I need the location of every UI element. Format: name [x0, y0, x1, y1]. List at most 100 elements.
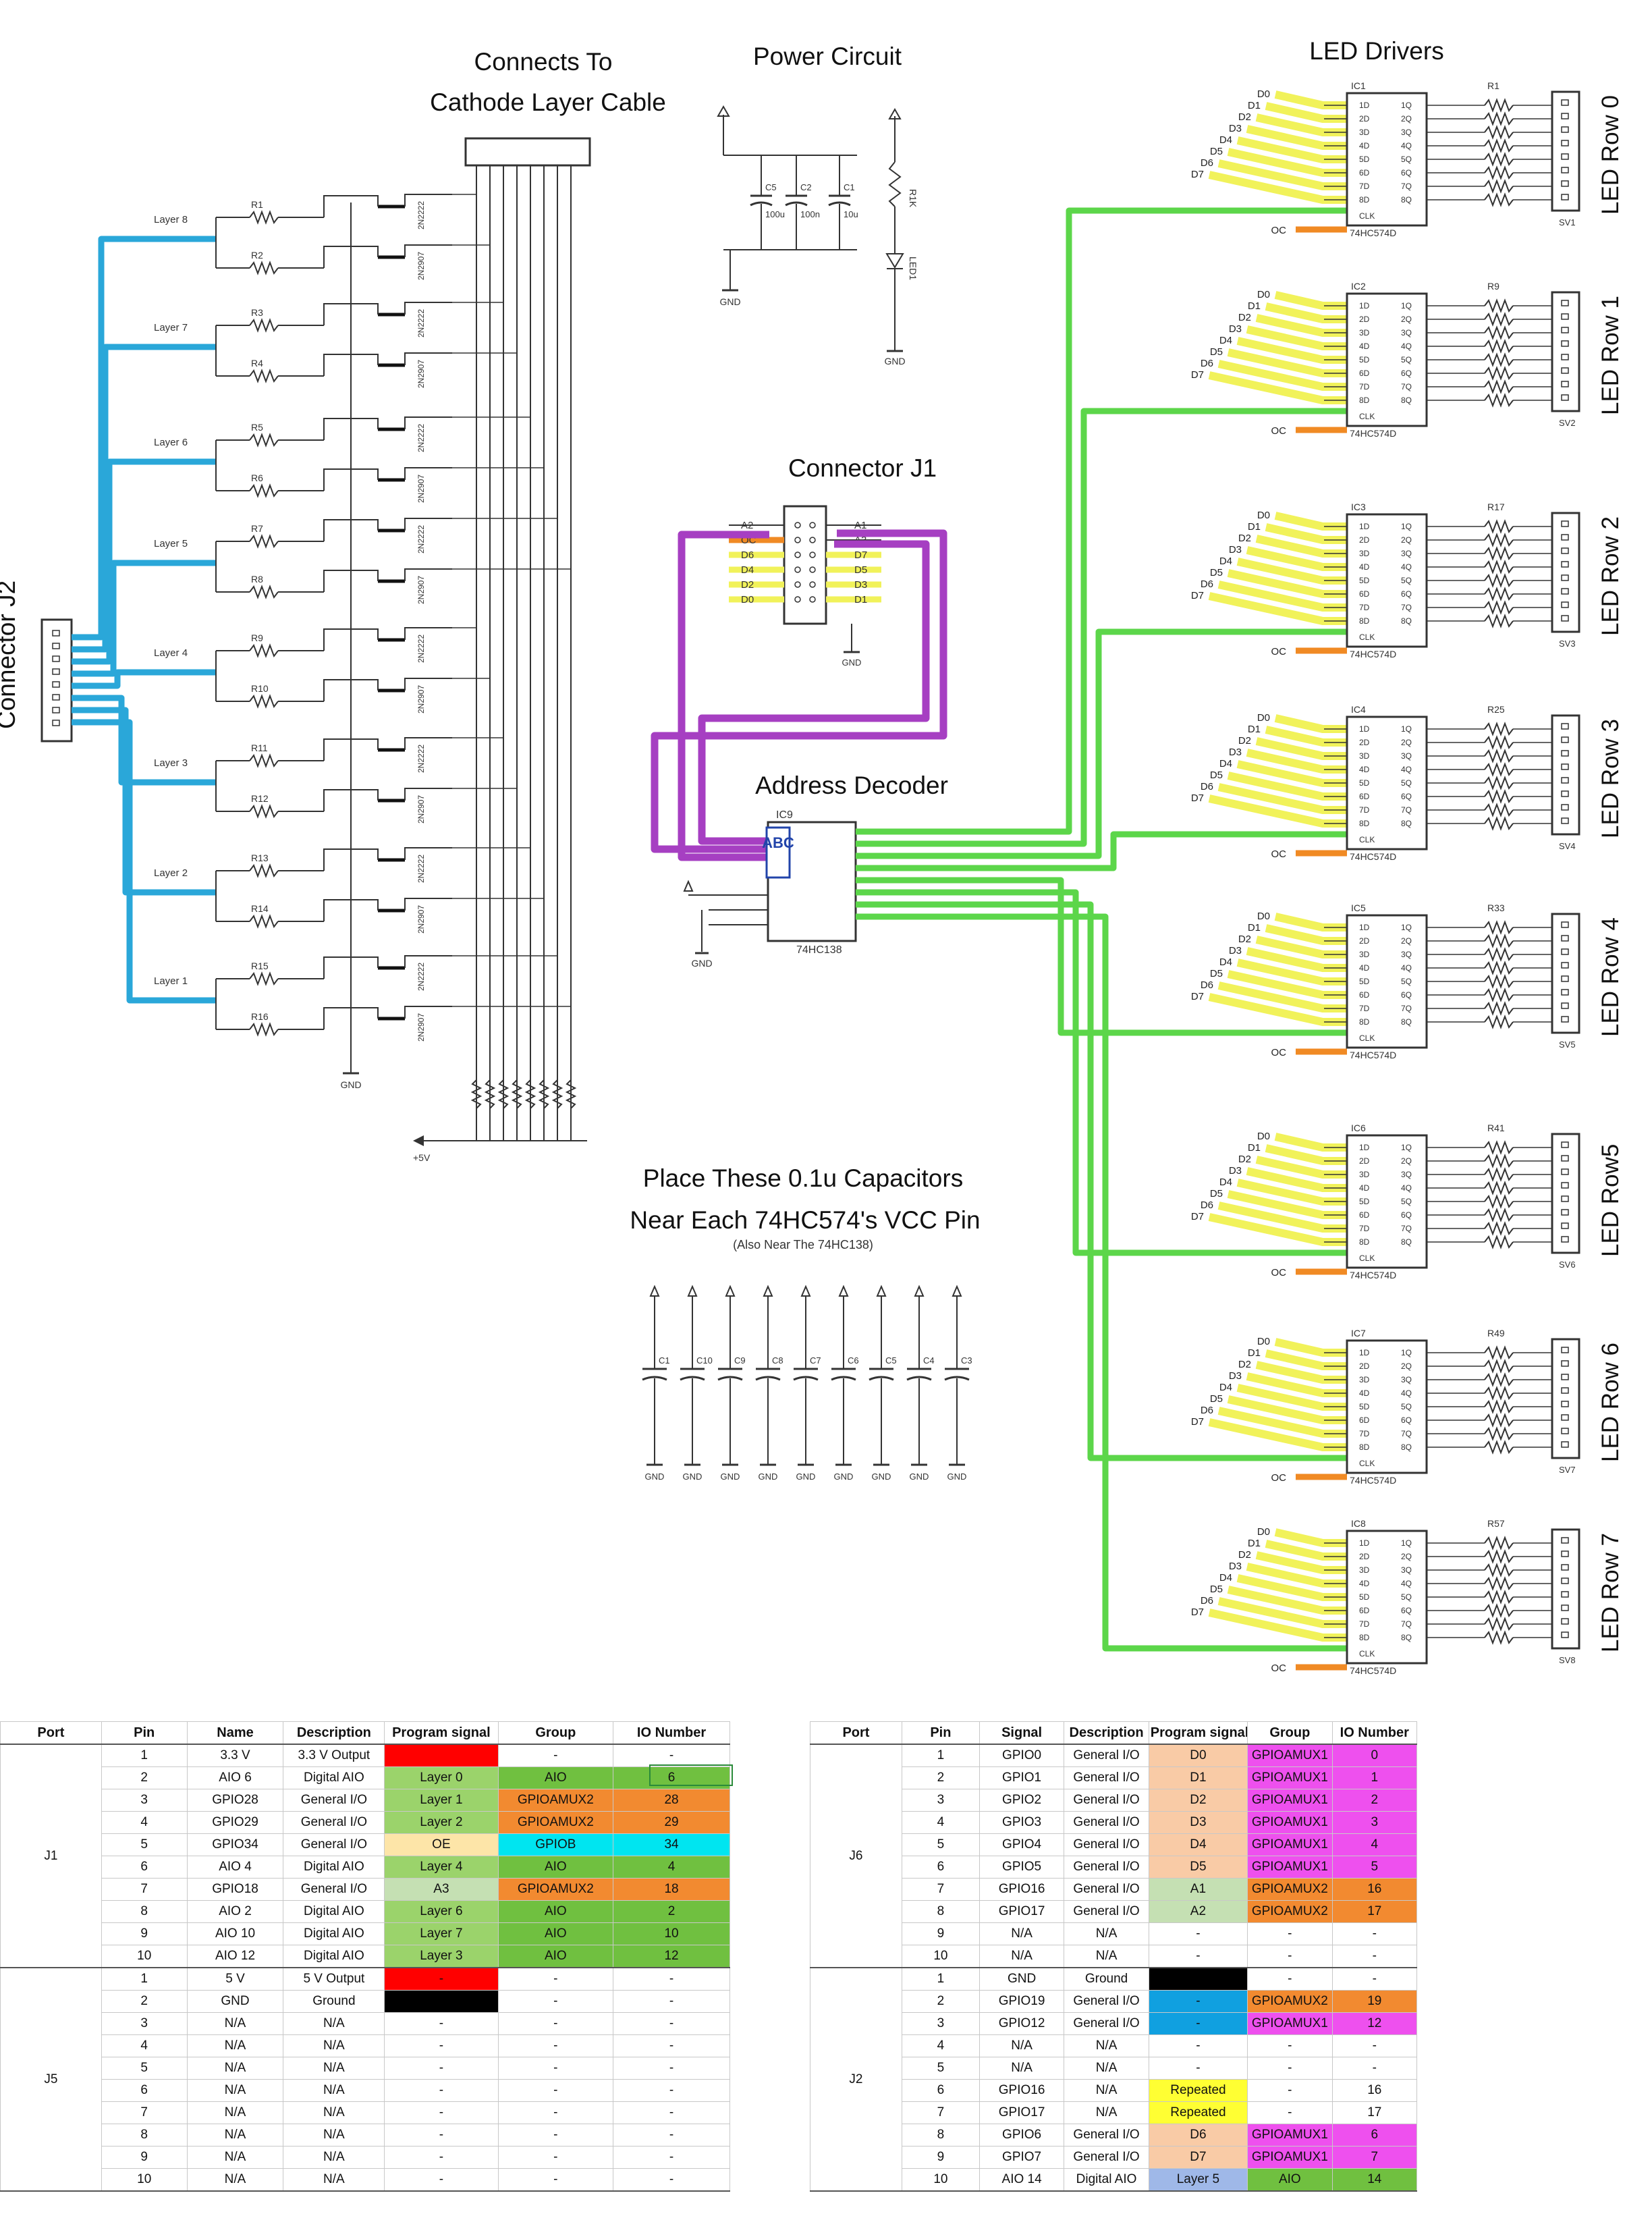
data-line-label: D1	[1248, 100, 1261, 111]
data-line-label: D7	[1191, 369, 1204, 381]
data-line-label: D1	[1248, 300, 1261, 312]
driver-pin-in: 6D	[1359, 1606, 1370, 1615]
table-cell: Layer 1	[384, 1789, 499, 1812]
driver-pin-out: 5Q	[1401, 1402, 1412, 1411]
j1-left-label: A2	[741, 520, 753, 531]
row-resistor	[1484, 393, 1514, 408]
table-cell: GPIOAMUX1	[1247, 1744, 1333, 1767]
table-cell: -	[613, 2101, 730, 2124]
table-cell: 8	[901, 1900, 980, 1923]
table-cell: 8	[101, 1900, 188, 1923]
table-cell: N/A	[1064, 1922, 1149, 1945]
layer-resistor-label: R16	[251, 1011, 269, 1022]
data-line-label: D0	[1257, 1131, 1270, 1142]
table-cell: 4	[901, 2034, 980, 2057]
driver-clk-label: CLK	[1359, 1459, 1375, 1468]
power-cap-value: 100n	[800, 209, 820, 219]
driver-ic-label: IC2	[1351, 281, 1366, 292]
caps-note: (Also Near The 74HC138)	[733, 1238, 873, 1251]
table-cell: -	[1148, 2034, 1248, 2057]
row-resistor	[1484, 1440, 1514, 1455]
table-cell: 29	[613, 1811, 730, 1834]
cathode-heading-1: Connects To	[474, 48, 613, 76]
data-line-label: D7	[1191, 792, 1204, 804]
data-line-label: D5	[1210, 1188, 1223, 1199]
j2-pin	[52, 643, 60, 649]
table-cell: -	[384, 2012, 499, 2035]
cap-label: C5	[885, 1355, 897, 1366]
table-cell: GPIO5	[979, 1856, 1065, 1879]
driver-pin-in: 8D	[1359, 616, 1370, 626]
data-line-label: D1	[1248, 1347, 1261, 1359]
table-cell: General I/O	[1064, 1900, 1149, 1923]
driver-pin-in: 2D	[1359, 1361, 1370, 1371]
driver-clk-label: CLK	[1359, 1649, 1375, 1658]
table-cell: 1	[901, 1967, 980, 1991]
table-cell: General I/O	[1064, 1789, 1149, 1812]
j1-right-label: D3	[854, 579, 867, 591]
driver-pin-out: 5Q	[1401, 977, 1412, 986]
table-cell: 6	[101, 1856, 188, 1879]
table-cell: GPIOAMUX2	[1247, 1878, 1333, 1901]
data-line-label: D7	[1191, 1416, 1204, 1428]
cathode-resistor	[524, 1079, 536, 1109]
driver-ic	[1346, 716, 1428, 850]
table-cell: N/A	[186, 2168, 284, 2192]
layer-label: Layer 5	[154, 538, 188, 549]
row-resistor	[1484, 587, 1514, 601]
decoder-gnd-label: GND	[691, 958, 712, 969]
table-cell: -	[1331, 1945, 1418, 1968]
layer-resistor-label: R6	[251, 473, 263, 483]
driver-pin-in: 4D	[1359, 342, 1370, 351]
data-line-label: D2	[1238, 934, 1251, 945]
driver-pin-in: 2D	[1359, 1552, 1370, 1561]
driver-pin-in: 2D	[1359, 315, 1370, 324]
row-resistor	[1484, 152, 1514, 167]
table-cell: N/A	[283, 2034, 385, 2057]
connector-j1-heading: Connector J1	[788, 454, 937, 482]
table-cell: GPIO3	[979, 1811, 1065, 1834]
table-cell: -	[384, 2101, 499, 2124]
table-cell: Layer 6	[384, 1900, 499, 1923]
table-cell: General I/O	[1064, 2146, 1149, 2169]
cap-label: C3	[961, 1355, 972, 1366]
driver-pin-out: 1Q	[1401, 101, 1412, 110]
table-cell: -	[1331, 1967, 1418, 1991]
layer-resistor-label: R3	[251, 307, 263, 318]
connector-j2-pins	[52, 630, 60, 726]
layer-resistor	[249, 534, 279, 549]
table-header-cell: Name	[186, 1721, 284, 1745]
driver-pin-in: 4D	[1359, 1388, 1370, 1398]
data-line-label: D6	[1201, 157, 1213, 169]
row-resistor	[1484, 325, 1514, 340]
driver-ic-label: IC8	[1351, 1518, 1366, 1529]
data-line-label: D0	[1257, 289, 1270, 300]
port-cell: J6	[810, 1744, 902, 1968]
table-cell: 10	[613, 1922, 730, 1945]
layer-resistor-label: R10	[251, 683, 269, 694]
layer-resistor	[249, 753, 279, 768]
data-line-label: D3	[1229, 945, 1242, 956]
layer-wire	[72, 719, 216, 1004]
layer-label: Layer 8	[154, 214, 188, 225]
driver-pin-in: 3D	[1359, 950, 1370, 959]
table-cell: 5 V Output	[283, 1967, 385, 1991]
table-cell: 6	[101, 2079, 188, 2102]
driver-ic-label: IC4	[1351, 704, 1366, 715]
data-line-label: D1	[1248, 521, 1261, 533]
driver-pin-in: 4D	[1359, 141, 1370, 151]
table-cell: Ground	[283, 1990, 385, 2013]
driver-pin-in: 5D	[1359, 778, 1370, 788]
driver-part-label: 74HC574D	[1350, 1475, 1396, 1486]
driver-pin-in: 8D	[1359, 1237, 1370, 1247]
data-line-label: D1	[1248, 922, 1261, 934]
data-line-label: D3	[1229, 544, 1242, 556]
table-cell: -	[1148, 2012, 1248, 2035]
